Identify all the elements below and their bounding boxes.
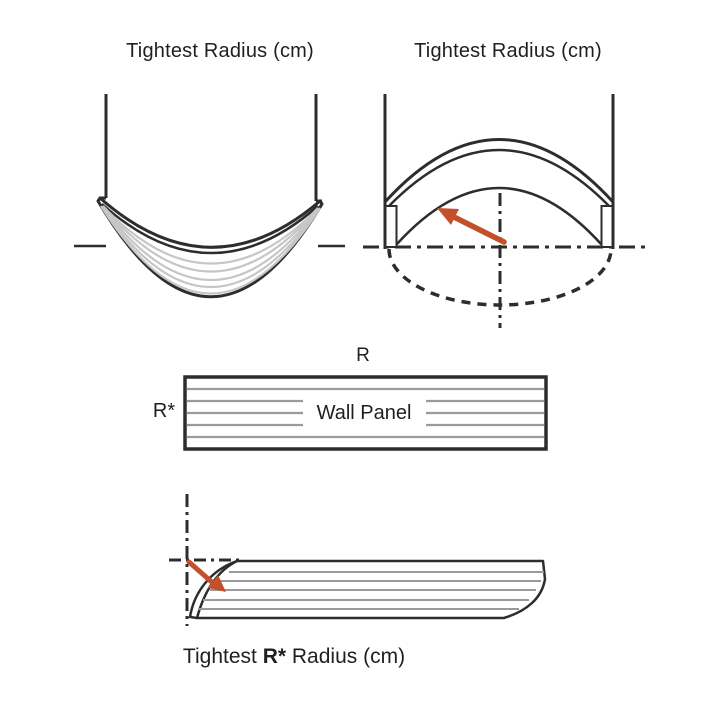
radius-r-label: R xyxy=(356,345,370,366)
panel-end-cap-right xyxy=(600,205,614,248)
arch-top-view-diagram xyxy=(363,94,646,328)
panel-end-cap-left xyxy=(384,205,398,248)
radius-arrow-icon xyxy=(437,208,507,245)
radius-r-star-label: R* xyxy=(152,400,176,422)
top-right-diagram-title: Tightest Radius (cm) xyxy=(414,40,602,62)
radius-arrow-icon xyxy=(186,559,226,592)
wall-panel-label: Wall Panel xyxy=(316,402,412,424)
top-left-diagram-title: Tightest Radius (cm) xyxy=(126,40,314,62)
edge-bend-diagram xyxy=(169,494,547,626)
arch-front-arc xyxy=(396,186,602,245)
curl-outer-edge xyxy=(188,559,238,620)
caption-suffix: Radius (cm) xyxy=(286,645,406,668)
arch-outer-arc xyxy=(383,138,615,204)
wall-panel-diagram xyxy=(183,375,548,451)
laminate-hatch-arcs xyxy=(100,205,321,295)
bottom-diagram-caption: Tightest R* Radius (cm) xyxy=(183,645,405,669)
caption-bold-r-star: R* xyxy=(262,645,287,668)
panel-grain-lines xyxy=(198,571,544,610)
concave-bend-diagram xyxy=(74,94,345,299)
dashed-ellipse-arc xyxy=(387,248,613,307)
panel-grain-lines xyxy=(187,387,544,439)
panel-inner-surface-arc xyxy=(101,203,319,255)
arch-inner-arc xyxy=(388,148,610,207)
caption-prefix: Tightest xyxy=(182,645,263,668)
